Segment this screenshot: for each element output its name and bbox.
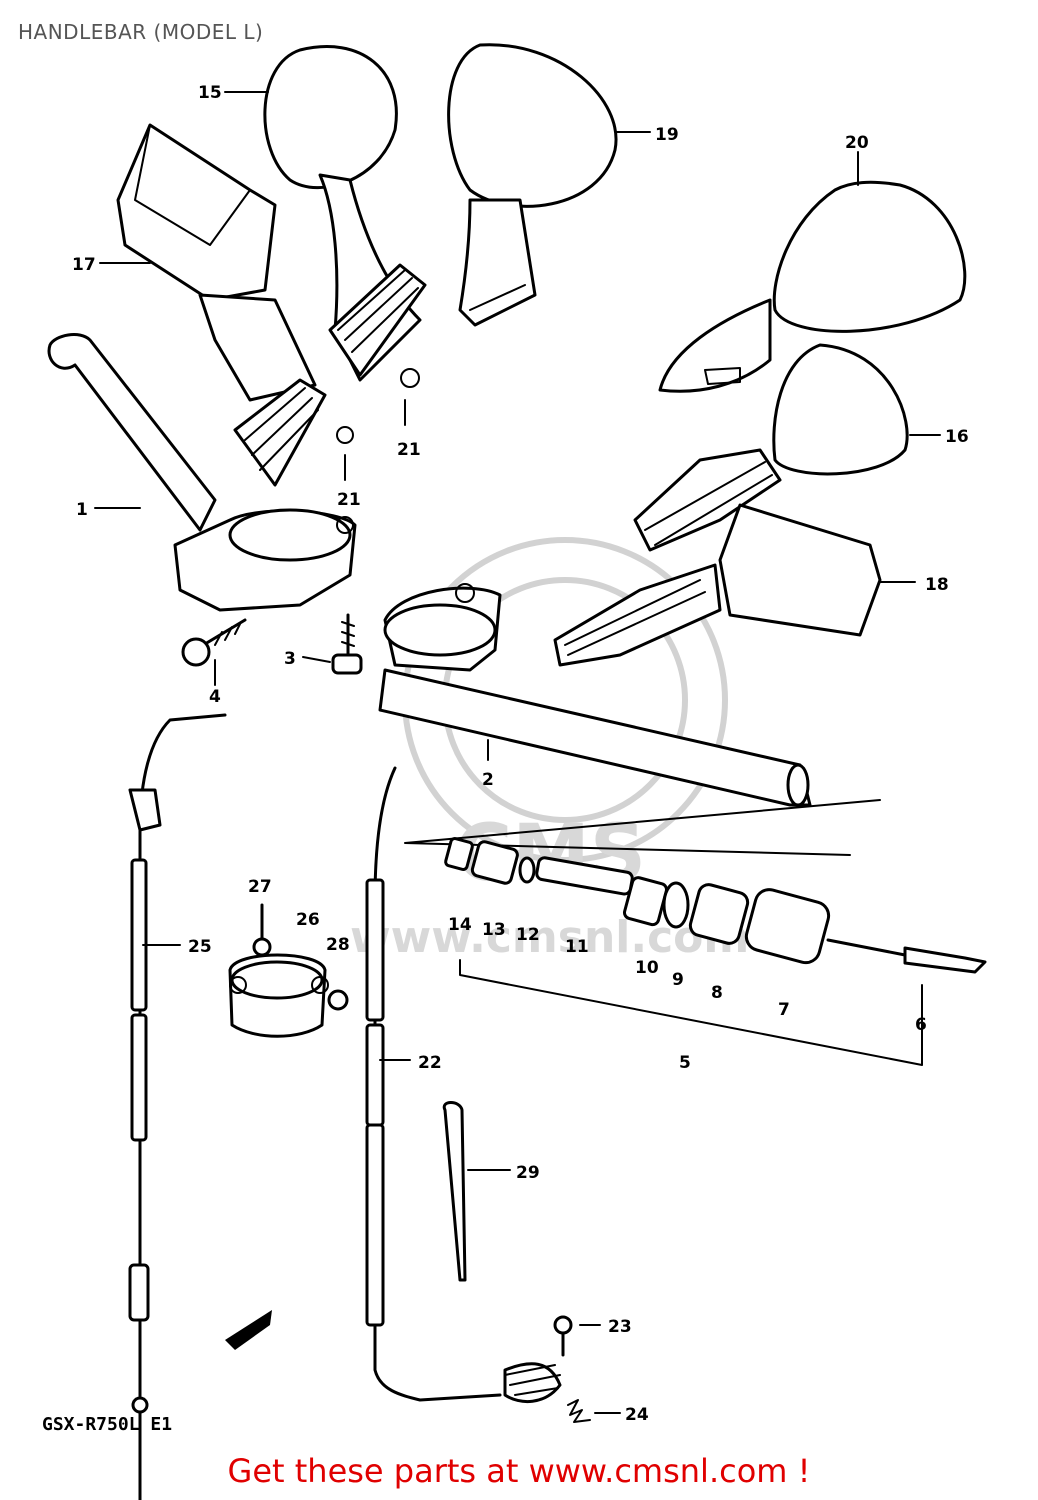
label-21-upper: 21 bbox=[397, 440, 421, 460]
label-10: 10 bbox=[635, 958, 659, 978]
footer-link[interactable]: Get these parts at www.cmsnl.com ! bbox=[227, 1452, 811, 1490]
part-16-mirror bbox=[633, 343, 909, 552]
part-1-handlebar bbox=[47, 333, 357, 612]
part-28-nut bbox=[327, 989, 349, 1011]
watermark-url: www.cmsnl.com bbox=[350, 912, 749, 963]
label-9: 9 bbox=[672, 970, 684, 990]
part-3-bolt bbox=[331, 613, 363, 675]
label-21-lower: 21 bbox=[337, 490, 361, 510]
part-22-cable bbox=[365, 766, 562, 1404]
label-3: 3 bbox=[284, 649, 296, 669]
part-29-cable-tie bbox=[442, 1101, 467, 1282]
label-15: 15 bbox=[198, 83, 222, 103]
label-27: 27 bbox=[248, 877, 272, 897]
part-15-mirror bbox=[263, 45, 427, 388]
label-14: 14 bbox=[448, 915, 472, 935]
label-12: 12 bbox=[516, 925, 540, 945]
label-16: 16 bbox=[945, 427, 969, 447]
part-labels: 15 17 19 20 16 18 1 2 3 4 5 6 7 8 9 10 1… bbox=[72, 83, 969, 1425]
label-1: 1 bbox=[76, 500, 88, 520]
label-18: 18 bbox=[925, 575, 949, 595]
model-code: GSX-R750L E1 bbox=[42, 1414, 172, 1435]
label-29: 29 bbox=[516, 1163, 540, 1183]
part-17-mirror bbox=[116, 123, 354, 487]
label-20: 20 bbox=[845, 133, 869, 153]
label-13: 13 bbox=[482, 920, 506, 940]
label-6: 6 bbox=[915, 1015, 927, 1035]
label-24: 24 bbox=[625, 1405, 649, 1425]
diagram-title: HANDLEBAR (MODEL L) bbox=[18, 20, 264, 44]
label-26: 26 bbox=[296, 910, 320, 930]
part-4-bolt bbox=[181, 618, 247, 667]
front-arrow-icon bbox=[225, 1310, 272, 1350]
part-19-mirror bbox=[447, 43, 618, 327]
label-22: 22 bbox=[418, 1053, 442, 1073]
label-11: 11 bbox=[565, 937, 589, 957]
label-19: 19 bbox=[655, 125, 679, 145]
part-25-cable bbox=[128, 713, 227, 1500]
label-8: 8 bbox=[711, 983, 723, 1003]
part-26-clamp bbox=[228, 953, 329, 1038]
part-27-screw bbox=[252, 903, 272, 957]
part-23-screw bbox=[553, 1315, 573, 1357]
label-5: 5 bbox=[679, 1053, 691, 1073]
part-18-mirror bbox=[553, 503, 882, 667]
part-20-mirror bbox=[658, 180, 967, 393]
label-28: 28 bbox=[326, 935, 350, 955]
part-2-handlebar bbox=[378, 583, 812, 807]
label-7: 7 bbox=[778, 1000, 790, 1020]
part-24-spring bbox=[567, 1399, 591, 1423]
label-4: 4 bbox=[209, 687, 221, 707]
leader-lines bbox=[94, 91, 941, 1414]
label-17: 17 bbox=[72, 255, 96, 275]
label-25: 25 bbox=[188, 937, 212, 957]
label-2: 2 bbox=[482, 770, 494, 790]
label-23: 23 bbox=[608, 1317, 632, 1337]
bar-end-assembly bbox=[404, 799, 987, 1066]
